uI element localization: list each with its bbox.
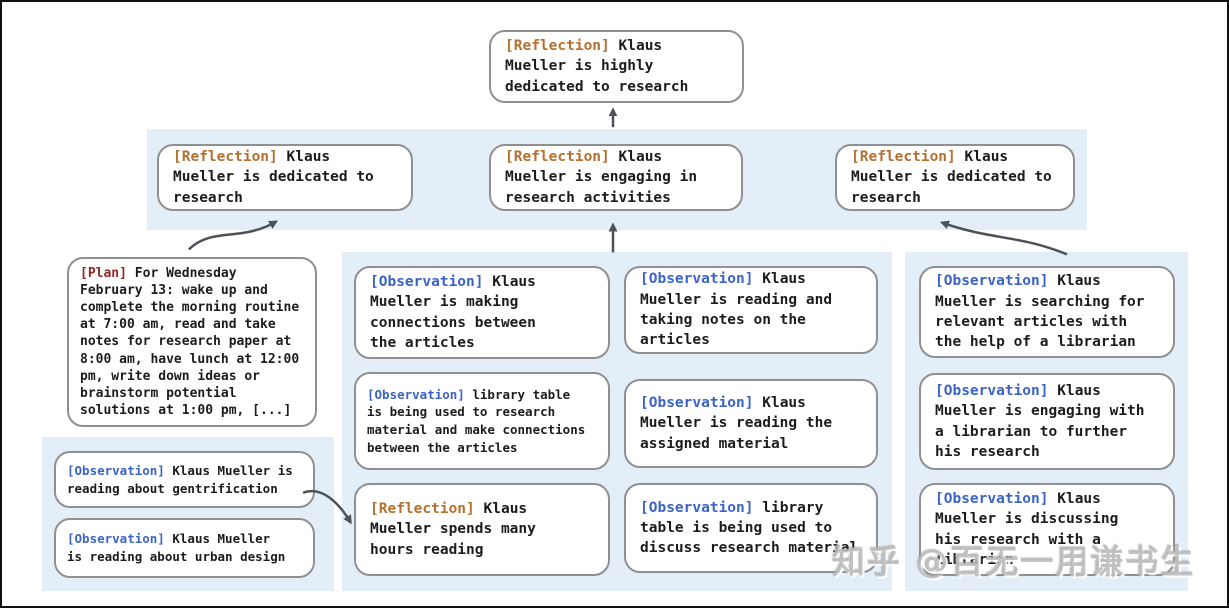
observation-tag: [Observation] [367, 386, 465, 402]
node-text: Klaus Mueller is engaging in research ac… [505, 149, 698, 206]
node-reflection-3: [Reflection] Klaus Mueller is dedicated … [835, 144, 1075, 211]
node-reflection-1: [Reflection] Klaus Mueller is dedicated … [157, 144, 413, 211]
node-text: Klaus Mueller is reading about gentrific… [67, 462, 293, 496]
node-text: Klaus Mueller is reading and taking note… [640, 271, 833, 349]
node-observation-midleft-1: [Observation] Klaus Mueller is making co… [354, 266, 610, 359]
observation-tag: [Observation] [640, 395, 754, 412]
reflection-tag: [Reflection] [370, 501, 475, 518]
node-text: Klaus Mueller is engaging with a librari… [935, 382, 1145, 460]
reflection-tag: [Reflection] [173, 149, 278, 166]
observation-tag: [Observation] [640, 271, 754, 288]
node-text: Klaus Mueller is reading about urban des… [67, 531, 286, 564]
reflection-tag: [Reflection] [505, 149, 610, 166]
node-observation-left-1: [Observation] Klaus Mueller is reading a… [54, 451, 315, 508]
watermark: 知乎 @百无一用谦书生 [832, 542, 1196, 581]
node-reflection-midleft-3: [Reflection] Klaus Mueller spends many h… [354, 483, 610, 576]
node-observation-midright-2: [Observation] Klaus Mueller is reading t… [624, 379, 878, 468]
node-text: Klaus Mueller spends many hours reading [370, 501, 536, 558]
node-reflection-2: [Reflection] Klaus Mueller is engaging i… [489, 144, 743, 211]
node-observation-right-3: [Observation] Klaus Mueller is discussin… [919, 483, 1175, 576]
observation-tag: [Observation] [935, 490, 1049, 507]
observation-tag: [Observation] [370, 273, 484, 290]
node-text: library table is being used to research … [367, 386, 586, 455]
node-text: Klaus Mueller is highly dedicated to res… [505, 38, 689, 95]
reflection-tag: [Reflection] [505, 38, 610, 55]
node-plan: [Plan] For Wednesday February 13: wake u… [67, 257, 317, 427]
node-observation-left-2: [Observation] Klaus Mueller is reading a… [54, 518, 315, 578]
node-observation-midright-3: [Observation] library table is being use… [624, 483, 878, 573]
observation-tag: [Observation] [640, 499, 754, 516]
node-text: For Wednesday February 13: wake up and c… [80, 265, 300, 419]
observation-tag: [Observation] [935, 273, 1049, 290]
node-text: Klaus Mueller is discussing his research… [935, 490, 1119, 568]
node-text: Klaus Mueller is dedicated to research [851, 149, 1052, 206]
node-text: Klaus Mueller is dedicated to research [173, 149, 374, 206]
node-observation-midright-1: [Observation] Klaus Mueller is reading a… [624, 266, 878, 354]
node-observation-midleft-2: [Observation] library table is being use… [354, 372, 610, 470]
node-text: Klaus Mueller is reading the assigned ma… [640, 395, 833, 452]
node-text: library table is being used to discuss r… [640, 499, 859, 557]
node-text: Klaus Mueller is making connections betw… [370, 273, 536, 351]
node-text: Klaus Mueller is searching for relevant … [935, 273, 1145, 351]
observation-tag: [Observation] [67, 462, 165, 478]
plan-tag: [Plan] [80, 265, 127, 281]
node-reflection-top: [Reflection] Klaus Mueller is highly ded… [489, 30, 744, 103]
reflection-tag: [Reflection] [851, 149, 956, 166]
observation-tag: [Observation] [67, 531, 165, 547]
node-observation-right-2: [Observation] Klaus Mueller is engaging … [919, 373, 1175, 470]
observation-tag: [Observation] [935, 382, 1049, 399]
node-observation-right-1: [Observation] Klaus Mueller is searching… [919, 266, 1175, 358]
